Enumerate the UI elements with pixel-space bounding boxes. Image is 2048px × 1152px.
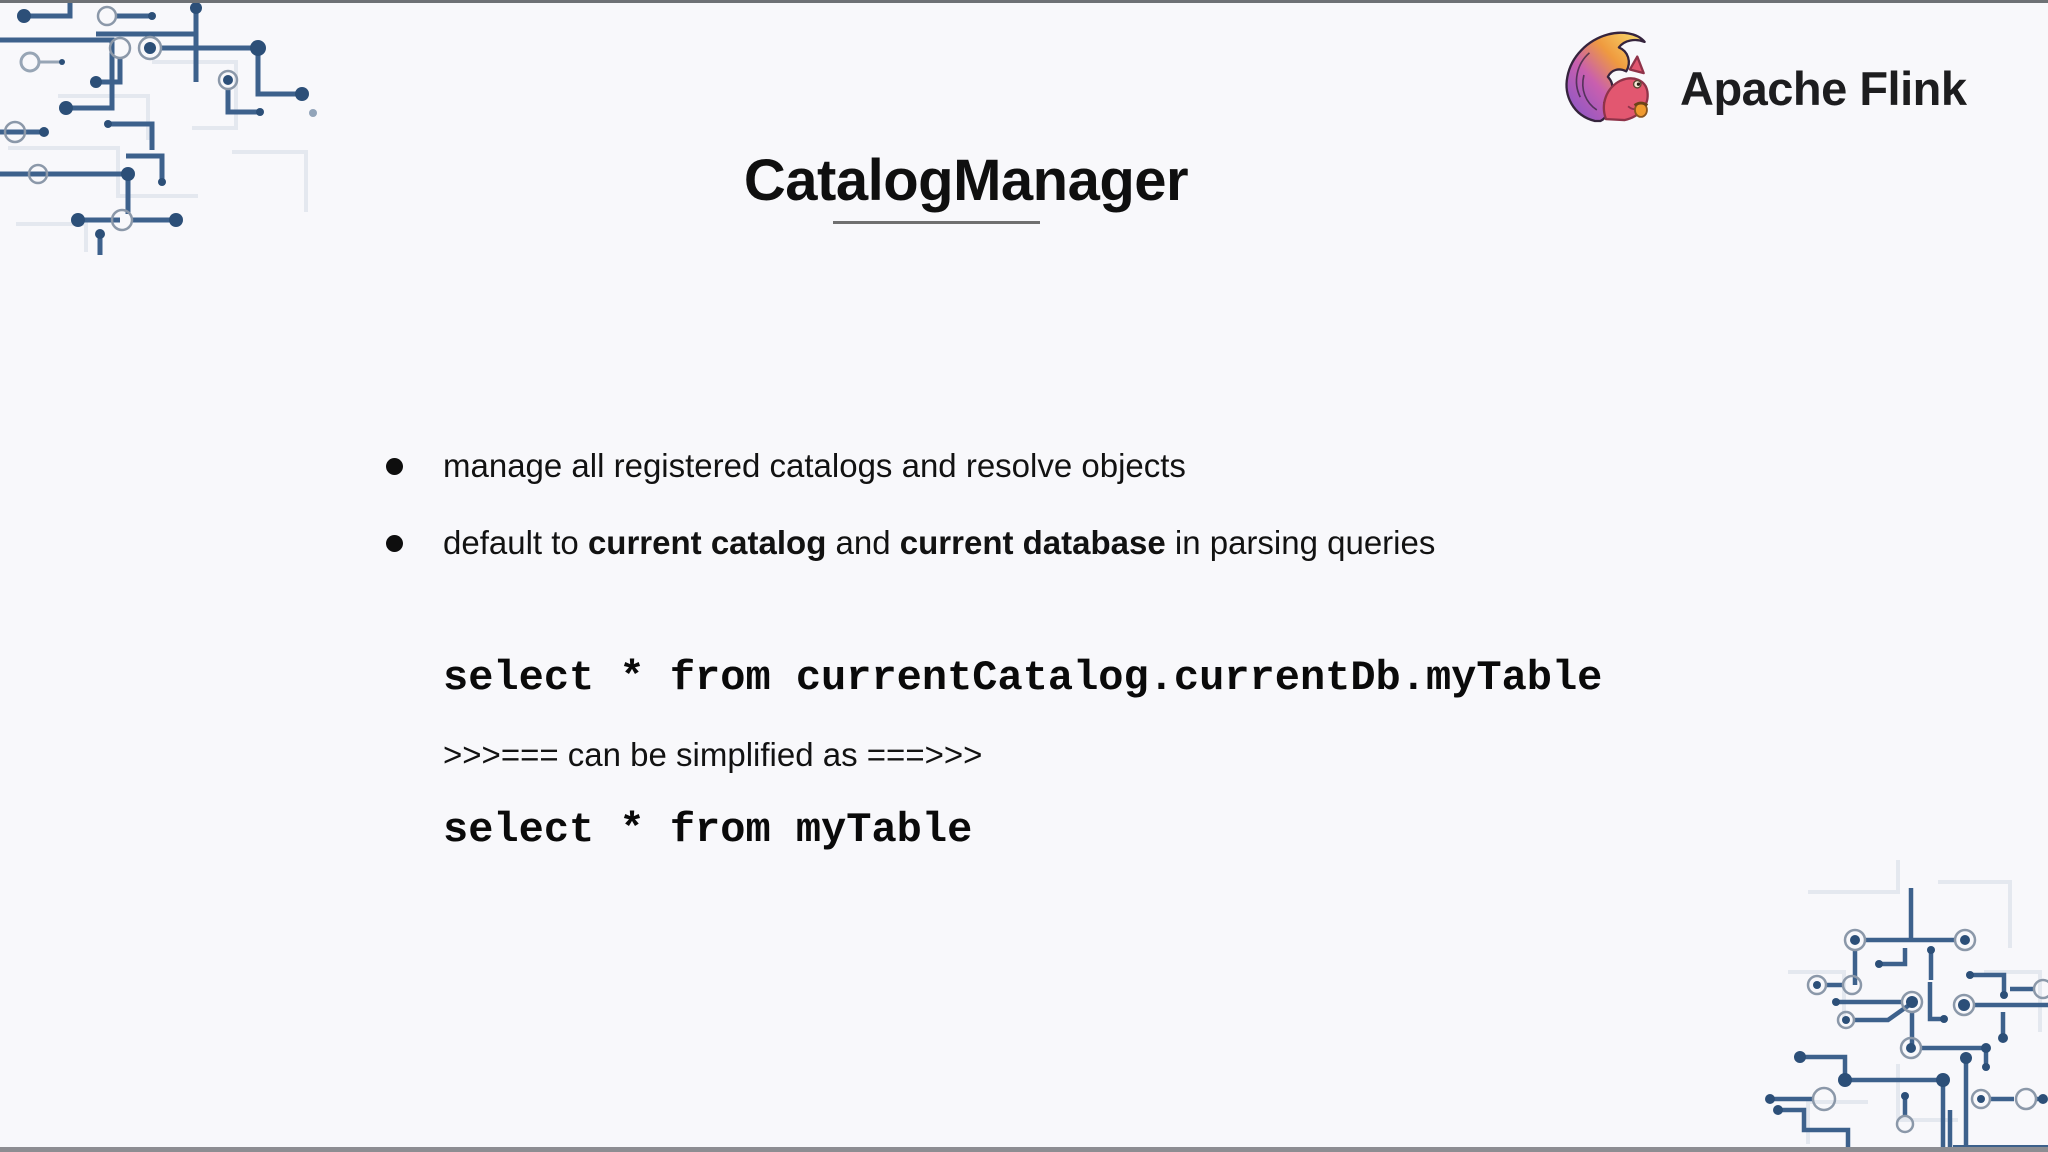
code-line-full-path: select * from currentCatalog.currentDb.m…	[443, 654, 1603, 702]
bullet-icon	[386, 458, 403, 475]
top-edge-line	[0, 0, 2048, 3]
circuit-pattern-top-left	[0, 0, 317, 255]
page-title: CatalogManager	[743, 147, 1189, 213]
circuit-pattern-bottom-right	[1765, 860, 2048, 1152]
bullet-text-2: default to current catalog and current d…	[443, 521, 1435, 565]
bullet-2-bold-current-database: current database	[899, 524, 1166, 561]
bottom-edge-line	[0, 1147, 2048, 1152]
bullet-icon	[386, 535, 403, 552]
flink-squirrel-icon	[1565, 31, 1649, 123]
code-line-simplified: select * from myTable	[443, 806, 973, 854]
title-divider	[833, 221, 1040, 224]
bullet-2-segment: in parsing queries	[1165, 524, 1436, 561]
bullet-2-segment: default to	[443, 524, 588, 561]
brand-name: Apache Flink	[1680, 61, 1967, 115]
simplified-transition-text: >>>=== can be simplified as ===>>>	[443, 736, 983, 773]
bullet-text-1: manage all registered catalogs and resol…	[443, 444, 1186, 488]
bullet-2-bold-current-catalog: current catalog	[587, 524, 827, 561]
bullet-item-2: default to current catalog and current d…	[386, 521, 1435, 565]
bullet-2-segment: and	[826, 524, 900, 561]
bullet-1-segment: manage all registered catalogs and resol…	[443, 447, 1186, 484]
bullet-item-1: manage all registered catalogs and resol…	[386, 444, 1186, 488]
brand-logo: Apache Flink	[1560, 22, 1967, 128]
